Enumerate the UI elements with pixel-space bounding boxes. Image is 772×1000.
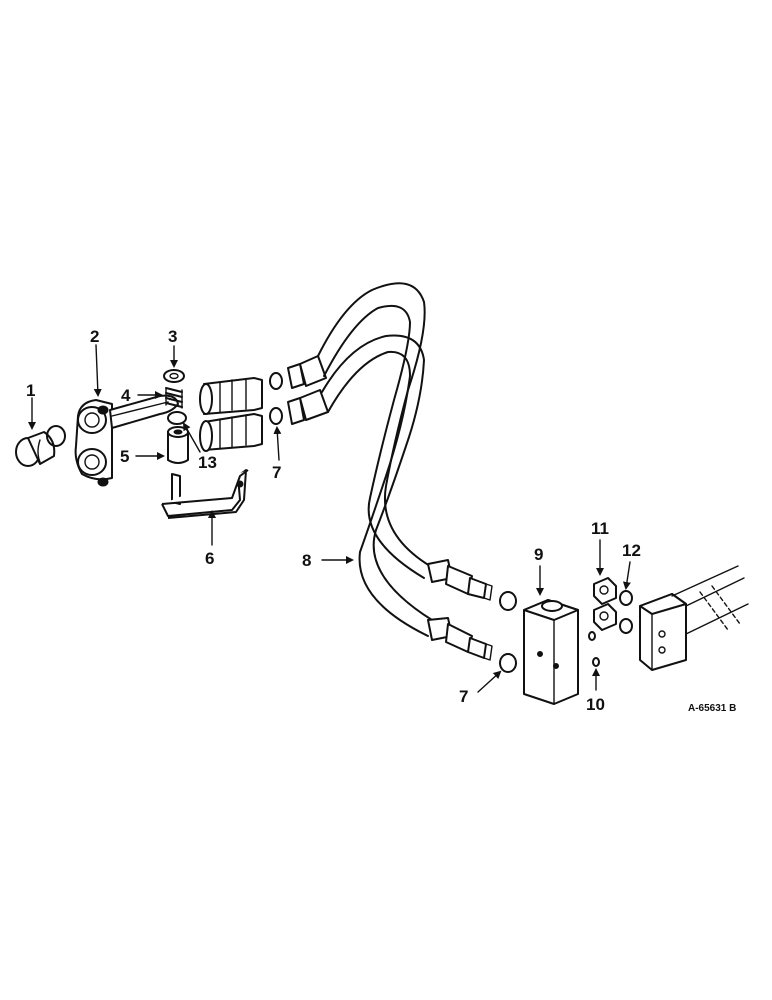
quick-coupler-upper xyxy=(199,377,263,415)
callout-9: 9 xyxy=(534,545,543,564)
washer-part xyxy=(163,369,185,383)
o-ring-right xyxy=(499,591,517,673)
pin-part xyxy=(161,469,249,519)
o-ring-upper-left xyxy=(269,372,283,425)
valve-block-part xyxy=(523,599,579,705)
dust-cap-part xyxy=(15,425,66,467)
hose-fitting-upper-right xyxy=(427,559,493,601)
callout-7-upper: 7 xyxy=(272,463,281,482)
callout-7-lower: 7 xyxy=(459,687,468,706)
adapter-fittings xyxy=(593,577,617,631)
hydraulic-hose-pair xyxy=(317,282,433,637)
hose-fitting-lower-left xyxy=(287,389,329,425)
callout-11: 11 xyxy=(591,519,609,538)
callout-10: 10 xyxy=(586,695,605,714)
callout-3: 3 xyxy=(168,327,177,346)
hose-fitting-lower-right xyxy=(427,617,493,661)
bushing-part xyxy=(167,426,189,464)
leader-lines xyxy=(28,344,631,693)
callout-1: 1 xyxy=(26,381,35,400)
small-o-rings xyxy=(588,631,600,667)
callout-12: 12 xyxy=(622,541,641,560)
quick-coupler-lower xyxy=(199,413,263,452)
spring-part xyxy=(165,387,183,409)
callout-8: 8 xyxy=(302,551,311,570)
ring-part xyxy=(167,411,187,425)
o-rings-12 xyxy=(619,590,633,634)
tractor-valve-body xyxy=(639,565,749,671)
callout-13: 13 xyxy=(198,453,217,472)
coupler-holder-part xyxy=(74,394,179,487)
drawing-reference-number: A-65631 B xyxy=(688,703,736,714)
hose-fitting-upper-left xyxy=(287,355,327,389)
callout-6: 6 xyxy=(205,549,214,568)
callout-5: 5 xyxy=(120,447,129,466)
callout-4: 4 xyxy=(121,386,131,405)
callout-2: 2 xyxy=(90,327,99,346)
